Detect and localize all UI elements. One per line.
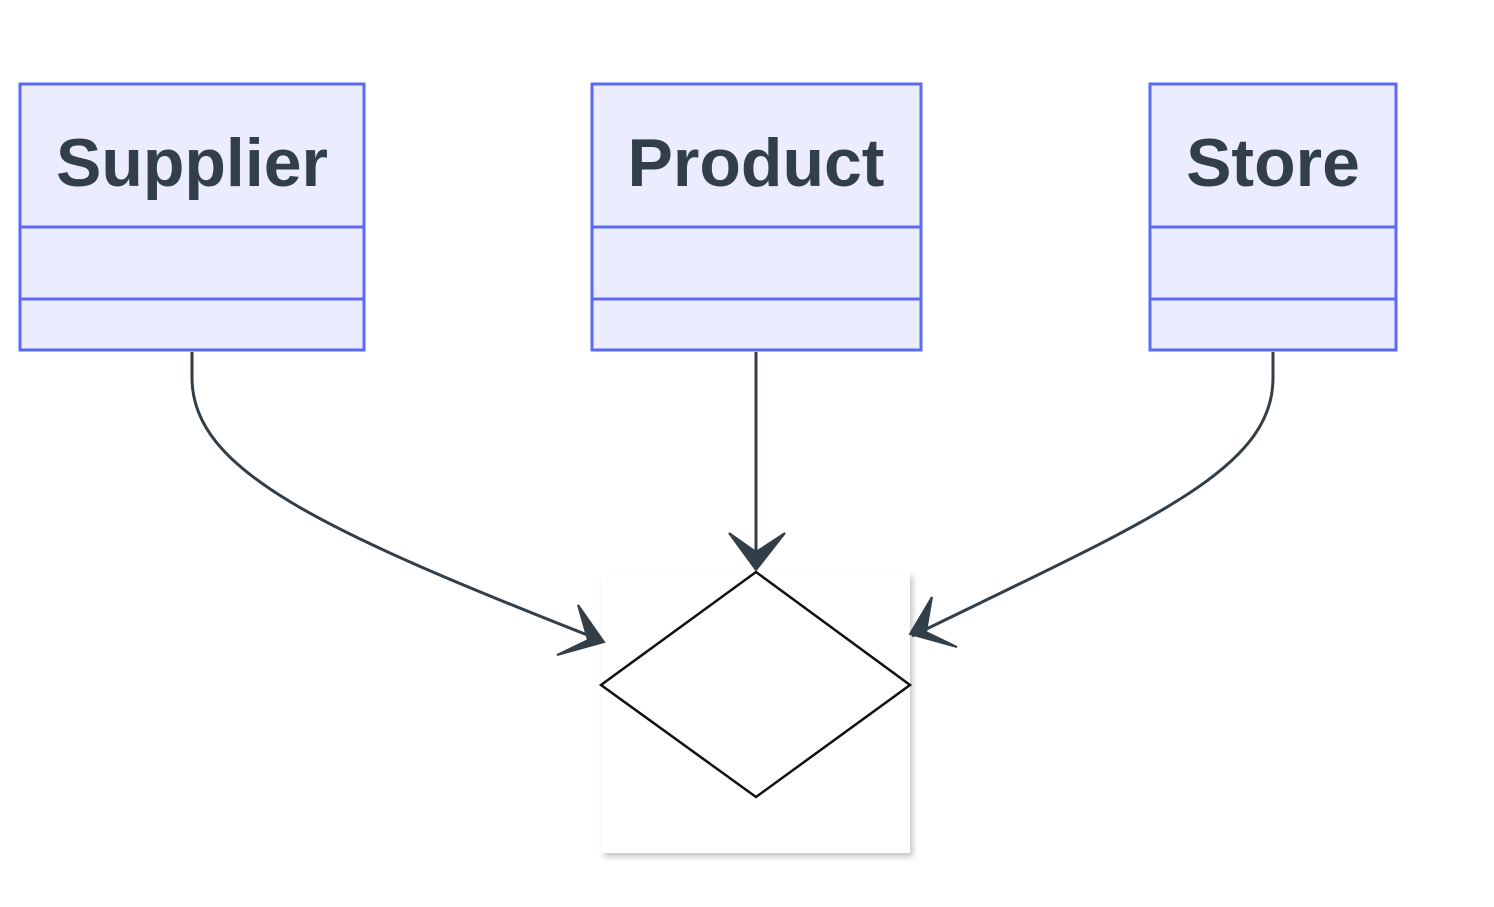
class-store[interactable]: Store — [1148, 82, 1398, 352]
class-product[interactable]: Product — [590, 82, 923, 352]
class-product-title: Product — [628, 125, 885, 201]
relation-node[interactable] — [598, 570, 913, 853]
class-store-title: Store — [1186, 125, 1360, 201]
arrowhead-supplier-icon — [556, 604, 606, 656]
class-supplier-box — [18, 82, 366, 352]
arrowhead-store-icon — [908, 596, 958, 648]
arrowhead-product-icon — [728, 532, 786, 572]
class-product-box — [590, 82, 923, 352]
relation-diamond — [598, 570, 913, 799]
edge-supplier-to-relation[interactable] — [190, 352, 601, 642]
class-store-box — [1148, 82, 1398, 352]
edge-store-to-relation[interactable] — [911, 352, 1275, 638]
class-supplier[interactable]: Supplier — [18, 82, 366, 352]
class-supplier-title: Supplier — [56, 125, 328, 201]
